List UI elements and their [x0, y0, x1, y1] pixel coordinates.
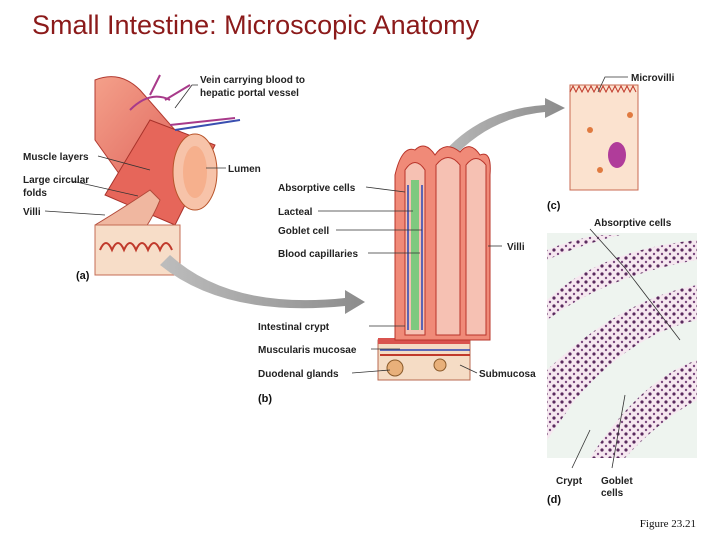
panel-label-a: (a)	[76, 270, 90, 282]
figure-caption: Figure 23.21	[639, 518, 696, 530]
intestine-segment-illustration	[94, 74, 241, 276]
micrograph	[547, 233, 697, 458]
page-title: Small Intestine: Microscopic Anatomy	[32, 10, 480, 40]
villi-illustration	[377, 145, 491, 381]
label-vein-line2: hepatic portal vessel	[200, 88, 299, 99]
panel-label-c: (c)	[547, 200, 561, 212]
label-large-circular-folds-line1: Large circular	[23, 175, 89, 186]
label-vein-line1: Vein carrying blood to	[200, 75, 305, 86]
microvilli-illustration	[569, 84, 639, 191]
label-goblet-cells-line1: Goblet	[601, 476, 633, 487]
label-large-circular-folds-line2: folds	[23, 188, 47, 199]
label-goblet-cells-line2: cells	[601, 488, 624, 499]
leader-lines	[44, 76, 681, 469]
label-goblet-cell: Goblet cell	[278, 226, 329, 237]
panel-label-b: (b)	[258, 393, 272, 405]
label-absorptive-cells-b: Absorptive cells	[278, 183, 356, 194]
label-muscularis-mucosae: Muscularis mucosae	[258, 345, 357, 356]
label-blood-capillaries: Blood capillaries	[278, 249, 358, 260]
label-muscle-layers: Muscle layers	[23, 152, 89, 163]
label-crypt: Crypt	[556, 476, 583, 487]
label-villi-b: Villi	[507, 242, 525, 253]
label-lacteal: Lacteal	[278, 207, 313, 218]
label-microvilli: Microvilli	[631, 73, 675, 84]
label-duodenal-glands: Duodenal glands	[258, 369, 339, 380]
label-submucosa: Submucosa	[479, 369, 536, 380]
arrow-to-b	[160, 255, 365, 314]
label-lumen: Lumen	[228, 164, 261, 175]
label-absorptive-cells-d: Absorptive cells	[594, 218, 672, 229]
panel-label-d: (d)	[547, 494, 561, 506]
label-villi-a: Villi	[23, 207, 41, 218]
label-intestinal-crypt: Intestinal crypt	[258, 322, 330, 333]
